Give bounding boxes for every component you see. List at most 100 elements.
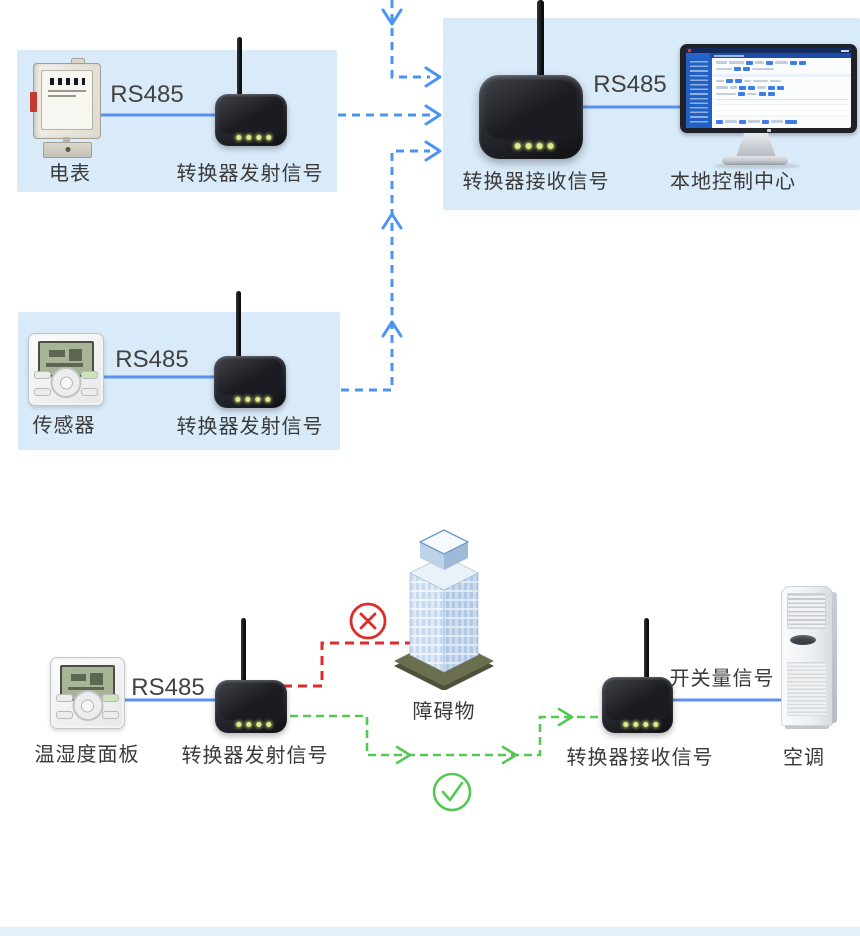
antenna-icon (537, 0, 544, 75)
lcd-segment (71, 673, 87, 681)
app-content (712, 58, 851, 128)
sensor-dial (50, 367, 82, 398)
monitor-logo-dot (766, 129, 771, 132)
penthouse-left (420, 542, 444, 570)
status-leds (236, 135, 272, 140)
blocked-x-icon (349, 602, 387, 640)
converter-body (214, 356, 286, 408)
converter-body (215, 94, 287, 146)
label-rs485-panel: RS485 (131, 674, 205, 701)
ac-base (785, 724, 829, 729)
status-leds (236, 722, 272, 727)
ac-top-vent (787, 593, 826, 629)
lcd-segment (68, 348, 83, 361)
label-sensor: 传感器 (32, 415, 96, 437)
monitor-stand (736, 133, 776, 158)
rf-converter-rx-control (479, 0, 583, 159)
label-local-control-center: 本地控制中心 (670, 171, 796, 193)
electric-meter (30, 58, 101, 158)
label-converter-rx-control: 转换器接收信号 (462, 171, 610, 193)
label-air-conditioner: 空调 (783, 747, 825, 769)
label-rs485-sensor: RS485 (115, 346, 189, 373)
sensor-button (34, 371, 51, 379)
blocked-signal-path (283, 641, 412, 688)
obstacle-building (394, 529, 494, 690)
ac-bottom-grille (787, 662, 826, 716)
monitor-bezel (680, 44, 857, 133)
label-obstacle: 障碍物 (412, 701, 476, 723)
building-shoulder (409, 555, 479, 591)
panel-dial (72, 690, 103, 721)
label-electric-meter: 电表 (49, 163, 91, 185)
rf-converter-rx-ac (602, 618, 673, 733)
sensor-panel (28, 333, 104, 406)
antenna-icon (237, 37, 242, 94)
rf-converter-tx-panel (215, 618, 287, 733)
panel-dial-center (81, 699, 94, 712)
meter-panel (41, 70, 93, 130)
app-title-bar (686, 48, 851, 53)
app-nav-bar (686, 53, 851, 58)
lcd-segment (68, 686, 104, 691)
lcd-segment (49, 350, 65, 358)
antenna-icon (241, 618, 246, 680)
meter-text-line (48, 95, 76, 97)
building-right-face (443, 572, 479, 673)
control-center-monitor (678, 42, 860, 169)
nav-items (714, 54, 744, 57)
label-rs485-meter: RS485 (110, 81, 184, 108)
converter-body (215, 680, 287, 733)
status-leds (622, 722, 658, 727)
meter-text-line (48, 90, 86, 92)
penthouse-right (444, 542, 468, 570)
panel-button (56, 711, 73, 719)
monitor-shadow (714, 163, 800, 169)
label-rs485-control: RS485 (593, 71, 667, 98)
meter-knob (63, 137, 70, 143)
app-logo (688, 49, 691, 52)
active-tab (686, 53, 710, 58)
wireless-path-meter (338, 104, 442, 126)
meter-digit-display (46, 76, 88, 87)
meter-screw (65, 147, 70, 152)
meter-body (30, 63, 101, 139)
bottom-section-divider (0, 927, 860, 936)
ac-display-oval (790, 635, 816, 645)
antenna-icon (644, 618, 649, 677)
label-converter-tx-sensor: 转换器发射信号 (176, 416, 324, 438)
panel-button (56, 694, 73, 702)
label-converter-rx-ac: 转换器接收信号 (566, 747, 714, 769)
data-table (716, 99, 848, 117)
rf-converter-tx-sensor (214, 291, 286, 408)
building-left-face (409, 572, 445, 673)
panel-button (102, 711, 119, 719)
window-controls (841, 49, 849, 52)
status-leds (514, 143, 554, 149)
sensor-button (34, 388, 51, 396)
label-converter-tx-panel: 转换器发射信号 (181, 745, 329, 767)
meter-red-seal (30, 92, 37, 112)
app-sidebar (686, 58, 712, 128)
temp-humidity-panel (50, 657, 125, 729)
meter-barcode (48, 101, 86, 110)
label-converter-tx-meter: 转换器发射信号 (176, 163, 324, 185)
wireless-path-sensor (341, 140, 442, 392)
converter-body (602, 677, 673, 733)
monitor-base (722, 156, 788, 165)
rf-converter-tx-meter (215, 37, 287, 146)
detour-signal-path (290, 707, 600, 765)
lcd-segment (90, 672, 104, 685)
meter-terminal-cover (43, 142, 92, 158)
antenna-icon (236, 291, 241, 356)
air-conditioner (781, 586, 837, 729)
sensor-button (81, 371, 98, 379)
monitor-screen (686, 48, 851, 128)
ac-side-face (832, 592, 837, 723)
sensor-button (81, 388, 98, 396)
building-roof (419, 529, 469, 555)
wireless-path-top (381, 0, 442, 88)
check-icon (432, 772, 472, 812)
lcd-segment (46, 362, 83, 367)
